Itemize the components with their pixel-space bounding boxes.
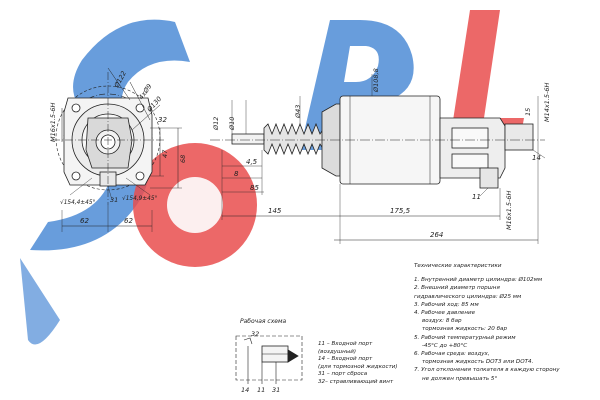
spec-line: 4. Рабочее давление xyxy=(414,310,476,317)
spec-line: 3. Рабочий ход: 85 мм xyxy=(414,301,479,308)
specs-title: Технические характеристики xyxy=(414,263,502,269)
legend-line: (воздушный) xyxy=(318,348,357,355)
front-label-31: 31 xyxy=(110,196,118,204)
scheme-title: Рабочая схема xyxy=(240,318,286,325)
side-dim-4-5: 4,5 xyxy=(246,158,258,166)
scheme-legend: 11 – Входной порт (воздушный) 14 – Входн… xyxy=(318,341,414,387)
front-port-label: M16x1.5-6H xyxy=(49,102,57,142)
legend-line: 14 – Входной порт xyxy=(318,356,373,363)
front-dim-holes: 4xØ9 xyxy=(137,82,153,101)
scheme-label-32: 32 xyxy=(251,330,259,338)
front-width-left: 62 xyxy=(80,217,89,225)
side-dim-15: 15 xyxy=(524,108,532,116)
legend-line: 31 – порт сброса xyxy=(318,371,368,378)
working-scheme xyxy=(235,335,303,384)
front-dim-32: 32 xyxy=(158,116,167,124)
side-dim-d43: Ø43 xyxy=(294,105,302,119)
technical-specs: Технические характеристики 1. Внутренний… xyxy=(414,262,600,383)
spec-line: воздух: 8 бар xyxy=(422,318,462,325)
spec-line: -45°С до +80°С xyxy=(422,342,468,349)
spec-line: гидравлического цилиндра: Ø25 мм xyxy=(414,293,522,300)
scheme-label-31: 31 xyxy=(272,386,280,394)
spec-line: тормозная жидкость DOT3 или DOT4. xyxy=(422,359,534,366)
spec-line: 6. Рабочая среда: воздух, xyxy=(414,351,490,358)
working-scheme-labels: 32 14 11 31 xyxy=(241,330,280,394)
legend-line: (для тормозной жидкости) xyxy=(318,363,398,370)
legend-line: 11 – Входной порт xyxy=(318,341,373,347)
spec-line: 5. Рабочий температурный режим xyxy=(414,334,516,341)
front-angle-right: √154,9±45° xyxy=(122,195,158,202)
scheme-label-14: 14 xyxy=(241,386,249,394)
spec-line: 7. Угол отклонения толкателя в каждую ст… xyxy=(414,367,560,374)
side-dim-d10: Ø10 xyxy=(228,117,236,131)
side-dim-145: 145 xyxy=(268,207,282,215)
front-view xyxy=(52,67,182,232)
side-label-11: 11 xyxy=(472,193,481,201)
side-dim-85: 85 xyxy=(250,184,259,192)
front-width-right: 62 xyxy=(124,217,133,225)
side-port-bottom: M16x1.5-6H xyxy=(505,190,513,230)
side-dim-d1088: Ø108,8 xyxy=(372,68,380,93)
front-angle-left: √154,4±45° xyxy=(60,199,96,206)
spec-line: 1. Внутренний диаметр цилиндра: Ø102мм xyxy=(414,277,543,284)
spec-line: 2. Внешний диаметр поршня xyxy=(414,285,500,292)
spec-line: тормозная жидкость: 20 бар xyxy=(422,326,508,333)
side-dim-175-5: 175,5 xyxy=(390,207,411,215)
spec-line: не должен превышать 5° xyxy=(422,375,498,382)
side-dim-264: 264 xyxy=(430,231,443,239)
side-dim-d12: Ø12 xyxy=(212,117,220,131)
scheme-label-11: 11 xyxy=(257,386,265,394)
side-view-labels: Ø12 Ø10 Ø43 Ø108,8 4,5 8 85 145 175,5 26… xyxy=(212,68,551,239)
side-view xyxy=(210,74,546,244)
front-dim-47: 47 xyxy=(161,149,169,158)
side-label-14: 14 xyxy=(532,154,541,162)
front-dim-68: 68 xyxy=(179,155,187,163)
side-port-right: M14x1.5-6H xyxy=(543,82,551,122)
side-dim-8: 8 xyxy=(234,170,239,178)
legend-line: 32– стравливающий винт xyxy=(318,378,394,385)
